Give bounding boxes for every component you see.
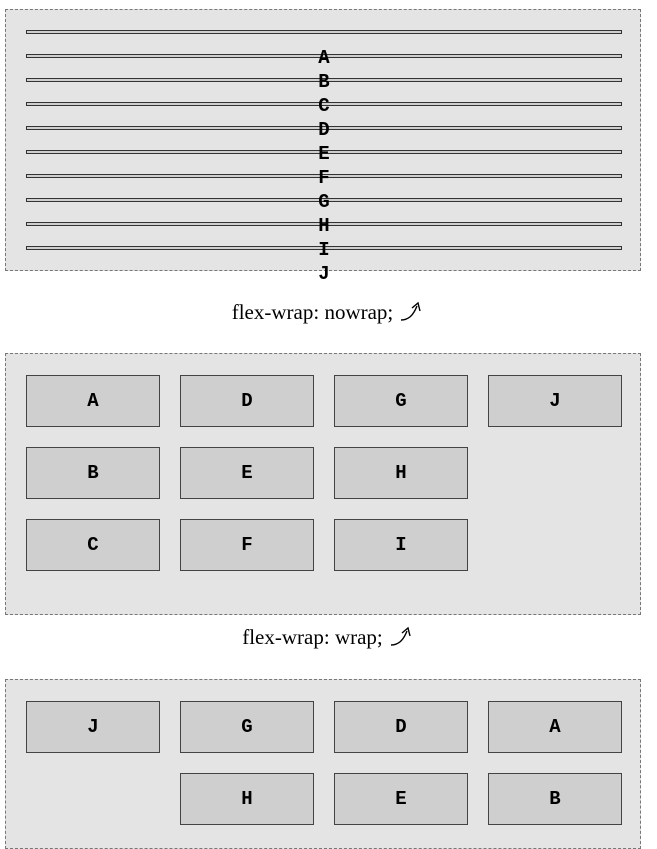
flex-item: A bbox=[26, 375, 160, 427]
flex-item-label: H bbox=[318, 215, 330, 237]
flex-item-strip bbox=[26, 102, 622, 106]
flex-item: I bbox=[334, 519, 468, 571]
flex-item: E bbox=[334, 773, 468, 825]
wrap-caption-text: flex-wrap: wrap; bbox=[242, 625, 383, 650]
flex-item: H bbox=[334, 447, 468, 499]
flex-item-strip bbox=[26, 30, 622, 34]
curved-arrow-icon bbox=[401, 301, 421, 321]
flex-item: B bbox=[488, 773, 622, 825]
flex-item-strip bbox=[26, 222, 622, 226]
flex-item-strip bbox=[26, 246, 622, 250]
flex-item: B bbox=[26, 447, 160, 499]
flex-item-label: G bbox=[318, 191, 330, 213]
flex-item: J bbox=[488, 375, 622, 427]
flex-item-label: E bbox=[318, 143, 330, 165]
curved-arrow-icon bbox=[390, 626, 411, 646]
flex-item-label: F bbox=[318, 167, 330, 189]
flex-item: F bbox=[180, 519, 314, 571]
flex-item: G bbox=[180, 701, 314, 753]
flex-item-strip bbox=[26, 174, 622, 178]
flex-item-strip bbox=[26, 198, 622, 202]
flex-item: H bbox=[180, 773, 314, 825]
wrap-caption: flex-wrap: wrap; bbox=[0, 622, 657, 650]
flex-item: A bbox=[488, 701, 622, 753]
nowrap-container: A B C D E F G H I J bbox=[5, 9, 641, 285]
nowrap-caption-text: flex-wrap: nowrap; bbox=[231, 300, 394, 325]
flex-item: E bbox=[180, 447, 314, 499]
flex-item-label: A bbox=[318, 47, 330, 69]
flex-item-label: C bbox=[318, 95, 330, 117]
wrap-container: A B C D E F G H I J bbox=[5, 353, 641, 615]
flex-item-label: I bbox=[318, 239, 330, 261]
flex-item-strip bbox=[26, 54, 622, 58]
flex-item-strip bbox=[26, 150, 622, 154]
flex-item-label: B bbox=[318, 71, 330, 93]
flex-item-label: D bbox=[318, 119, 330, 141]
flex-item: G bbox=[334, 375, 468, 427]
flex-item: C bbox=[26, 519, 160, 571]
flex-item: D bbox=[334, 701, 468, 753]
flex-item-strip bbox=[26, 126, 622, 130]
flex-item: J bbox=[26, 701, 160, 753]
flex-item: D bbox=[180, 375, 314, 427]
nowrap-caption: flex-wrap: nowrap; bbox=[0, 297, 657, 325]
flex-item-label: J bbox=[318, 263, 330, 285]
wrap-reverse-container: J G D A H E B bbox=[5, 679, 641, 849]
flex-item-strip bbox=[26, 78, 622, 82]
